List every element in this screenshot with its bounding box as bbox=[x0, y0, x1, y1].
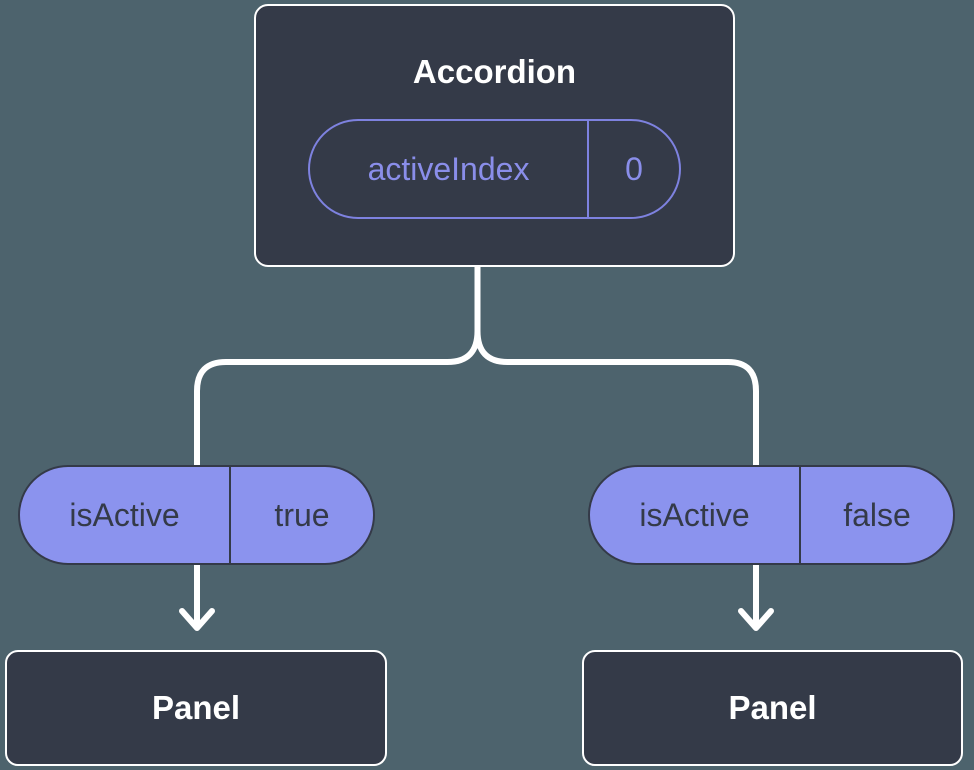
connector-branch-left bbox=[194, 262, 481, 628]
prop-name: isActive bbox=[20, 467, 231, 563]
prop-value: false bbox=[843, 496, 911, 533]
prop-value: true bbox=[274, 496, 330, 533]
accordion-node: Accordion activeIndex 0 bbox=[254, 4, 735, 267]
prop-name: isActive bbox=[590, 467, 801, 563]
arrowhead-down-icon bbox=[179, 608, 215, 631]
prop-name: activeIndex bbox=[310, 121, 589, 217]
panel-title: Panel bbox=[151, 689, 241, 726]
panel-title: Panel bbox=[728, 689, 817, 726]
is-active-pill-true: isActive true bbox=[18, 465, 375, 565]
panel-node-left: Panel bbox=[5, 650, 387, 766]
is-active-pill-false: isActive false bbox=[588, 465, 955, 565]
arrowhead-down-icon bbox=[738, 608, 774, 631]
active-index-prop-pill: activeIndex 0 bbox=[308, 119, 681, 219]
panel-node-right: Panel bbox=[582, 650, 963, 766]
prop-value: 0 bbox=[625, 150, 643, 187]
accordion-title: Accordion bbox=[412, 53, 577, 90]
connector-branch-right bbox=[474, 262, 759, 628]
